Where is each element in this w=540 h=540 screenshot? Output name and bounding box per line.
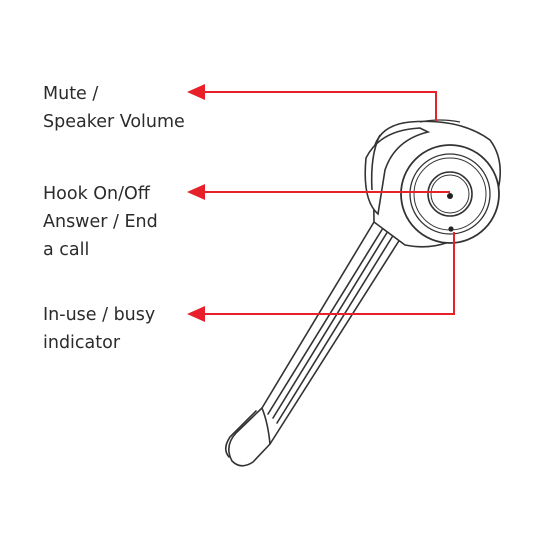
- busy-arrow-line: [200, 232, 455, 315]
- hook-label-line1: Hook On/Off: [43, 184, 150, 204]
- mute-volume-label: Mute / Speaker Volume: [43, 80, 185, 136]
- hook-arrowhead: [187, 184, 205, 200]
- busy-arrowhead: [187, 306, 205, 322]
- mute-label-line1: Mute /: [43, 84, 99, 104]
- center-dot: [447, 193, 453, 199]
- mute-arrowhead: [187, 84, 205, 100]
- hook-label: Hook On/Off Answer / End a call: [43, 180, 158, 264]
- hook-label-line3: a call: [43, 240, 90, 260]
- busy-indicator-led: [448, 226, 454, 232]
- control-button: [400, 144, 500, 244]
- busy-label-line2: indicator: [43, 333, 121, 353]
- callout-arrows: [200, 91, 455, 315]
- mute-arrow-line: [200, 91, 437, 121]
- busy-label-line1: In-use / busy: [43, 305, 156, 325]
- hook-label-line2: Answer / End: [43, 212, 158, 232]
- boom-arm: [224, 221, 403, 467]
- mute-label-line2: Speaker Volume: [43, 112, 185, 132]
- busy-indicator-label: In-use / busy indicator: [43, 301, 155, 357]
